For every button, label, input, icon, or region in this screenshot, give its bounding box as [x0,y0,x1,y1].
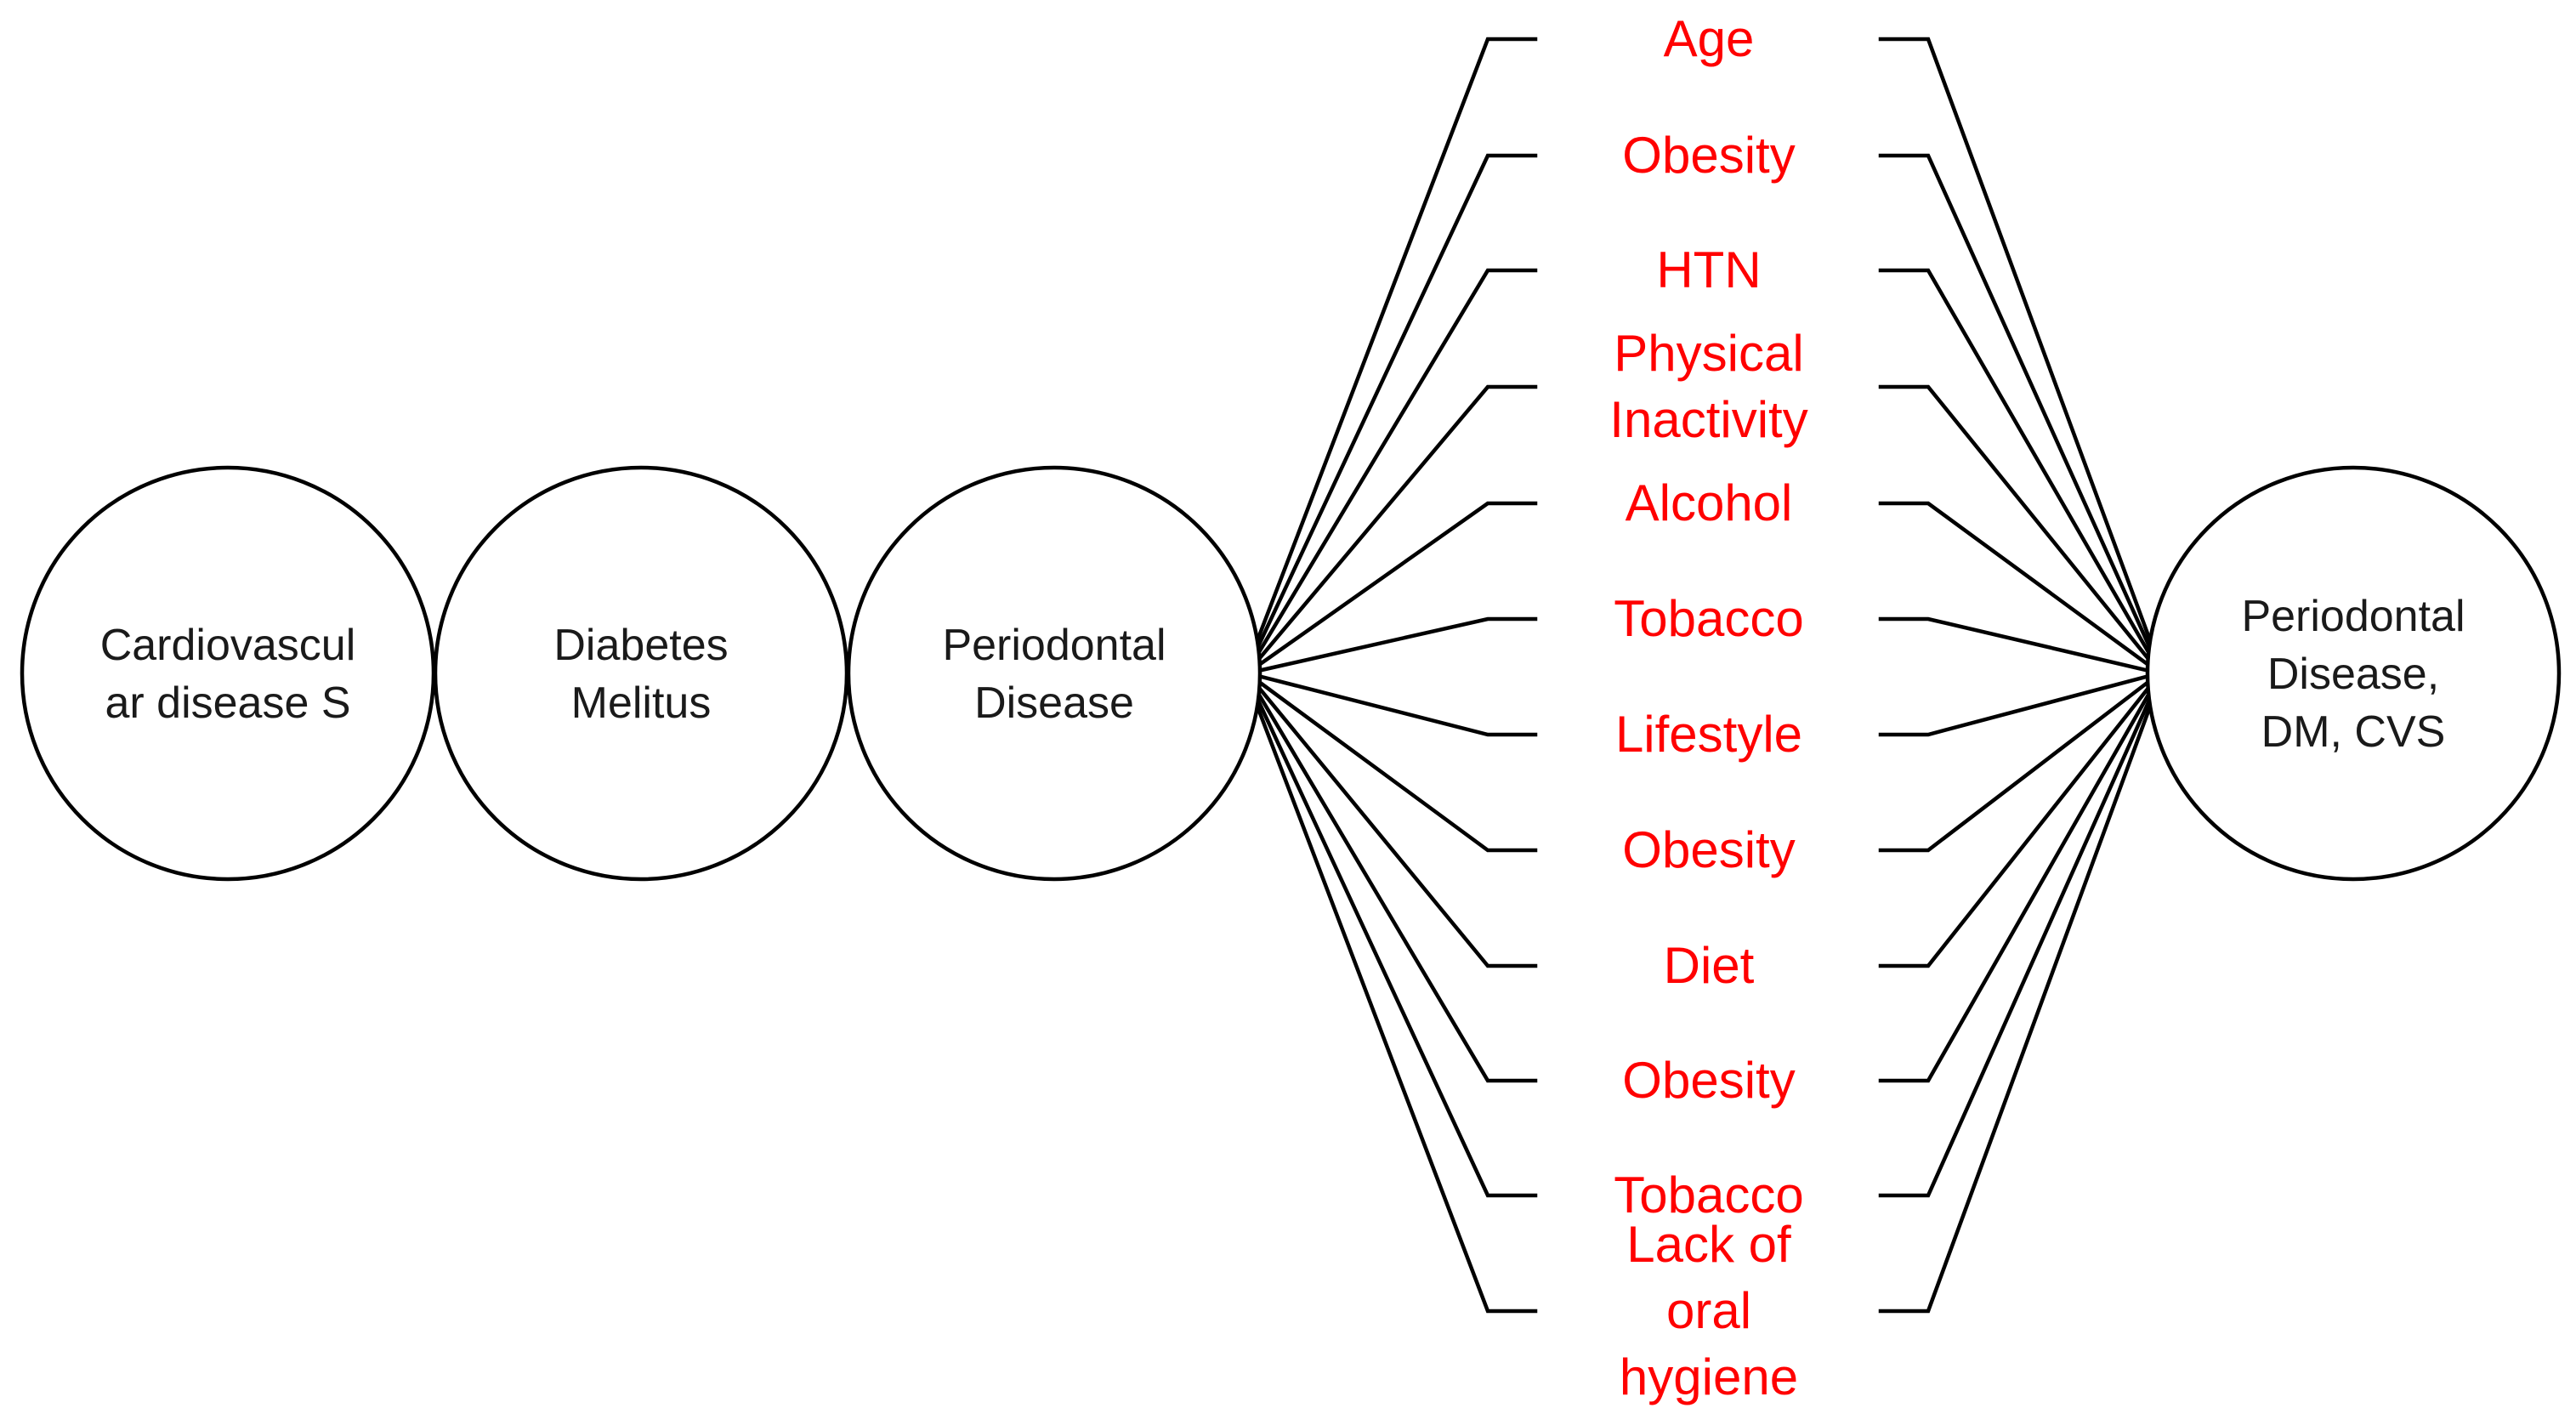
node-label-line: Melitus [571,678,712,728]
risk-factor-label: Tobacco [1614,590,1803,647]
connector-left [1257,616,1538,673]
connector-right [1878,703,2153,1314]
risk-factor-line: Alcohol [1626,474,1793,531]
connector-right [1878,501,2151,667]
connector-right [1878,691,2152,1083]
node-circle [20,465,436,882]
node-label-line: Disease, [2267,650,2439,699]
risk-factor-line: Physical [1614,325,1803,382]
node-label: Cardiovascul ar disease S [100,621,356,728]
node-circle [433,465,849,882]
risk-factor-line: Age [1664,10,1755,67]
connector-right [1878,616,2150,673]
risk-factor-label: Diet [1664,937,1755,994]
risk-factor-line: Obesity [1622,821,1795,878]
connector-right [1878,37,2153,644]
connector-right [1878,268,2152,656]
risk-factor-line: Tobacco [1614,590,1803,647]
node-label-line: ar disease S [105,678,350,728]
connector-left [1257,685,1538,968]
connector-left [1254,37,1538,644]
risk-factor-label: Obesity [1622,127,1795,184]
connector-left [1256,268,1538,656]
risk-factor-label: Tobacco [1614,1167,1803,1223]
node-label-line: Periodontal [2241,592,2465,641]
risk-factor-line: hygiene [1620,1348,1798,1405]
risk-factor-line: oral [1666,1282,1751,1339]
connector-left [1255,153,1538,650]
node-label-line: Diabetes [553,621,728,670]
cardiovascular-disease-node: Cardiovascul ar disease S [20,465,436,882]
risk-factor-label: Obesity [1622,821,1795,878]
risk-factor-line: Obesity [1622,127,1795,184]
connector-left [1257,679,1538,853]
risk-factor-line: Tobacco [1614,1167,1803,1223]
node-label-line: DM, CVS [2261,707,2446,757]
risk-factor-label: Age [1664,10,1755,67]
connector-right [1878,384,2151,661]
connector-left [1256,691,1538,1083]
risk-factor-label: Lifestyle [1615,706,1802,763]
node-label-line: Periodontal [942,621,1166,670]
risk-factor-line: Obesity [1622,1052,1795,1109]
connector-right [1878,153,2153,650]
risk-factor-label: Obesity [1622,1052,1795,1109]
connector-right [1878,679,2151,853]
risk-factor-line: Lifestyle [1615,706,1802,763]
node-label-line: Disease [974,678,1134,728]
connector-right [1878,673,2150,737]
connector-right [1878,697,2153,1198]
node-label-line: Cardiovascul [100,621,356,670]
node-circle [2145,465,2562,882]
risk-factor-label: Alcohol [1626,474,1793,531]
risk-factor-line: Diet [1664,937,1755,994]
connector-left [1257,384,1538,661]
connector-lines [1254,37,2153,1314]
connector-left [1257,673,1538,737]
risk-factor-line: Lack of [1626,1216,1791,1273]
risk-factor-label: Lack of oral hygiene [1620,1216,1798,1405]
connector-left [1255,697,1538,1198]
risk-factor-line: HTN [1656,241,1761,298]
risk-factor-label: HTN [1656,241,1761,298]
connector-right [1878,685,2151,968]
risk-factor-line: Inactivity [1609,391,1807,448]
node-circle [846,465,1262,882]
connector-left [1257,501,1538,667]
connector-left [1254,703,1538,1314]
